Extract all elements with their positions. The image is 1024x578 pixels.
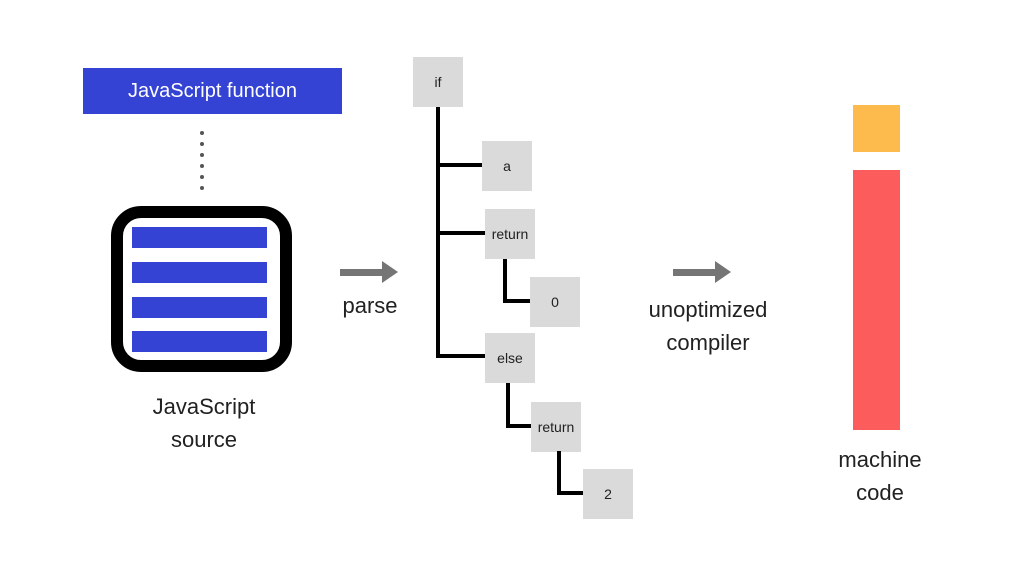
- tree-branch-return2: [506, 424, 531, 428]
- source-line-bar: [132, 262, 267, 283]
- tree-branch-zero: [503, 299, 530, 303]
- javascript-source-label: JavaScript source: [152, 394, 256, 452]
- tree-branch-two: [557, 491, 583, 495]
- ast-node-return: return: [485, 209, 535, 259]
- tree-branch-else: [436, 354, 485, 358]
- parse-label: parse: [342, 293, 398, 318]
- ast-node-return2: return: [531, 402, 581, 452]
- source-line-bar: [132, 297, 267, 318]
- arrow-right-icon: [673, 261, 731, 283]
- unoptimized-compiler-label: unoptimized compiler: [648, 297, 768, 355]
- javascript-function-box: JavaScript function: [83, 68, 342, 114]
- machine-code-bar-orange: [853, 105, 900, 152]
- source-code-icon: [111, 206, 292, 372]
- ast-node-a: a: [482, 141, 532, 191]
- ast-node-two: 2: [583, 469, 633, 519]
- ast-node-zero: 0: [530, 277, 580, 327]
- source-line-bar: [132, 227, 267, 248]
- source-line-bar: [132, 331, 267, 352]
- ast-node-if: if: [413, 57, 463, 107]
- dotted-line-icon: [200, 131, 204, 190]
- machine-code-label: machine code: [838, 447, 922, 505]
- ast-node-else: else: [485, 333, 535, 383]
- tree-branch-return: [436, 231, 485, 235]
- tree-return-down-line: [503, 259, 507, 303]
- arrow-right-icon: [340, 261, 398, 283]
- machine-code-bar-red: [853, 170, 900, 430]
- tree-branch-a: [436, 163, 482, 167]
- tree-return2-down-line: [557, 451, 561, 495]
- tree-else-down-line: [506, 383, 510, 428]
